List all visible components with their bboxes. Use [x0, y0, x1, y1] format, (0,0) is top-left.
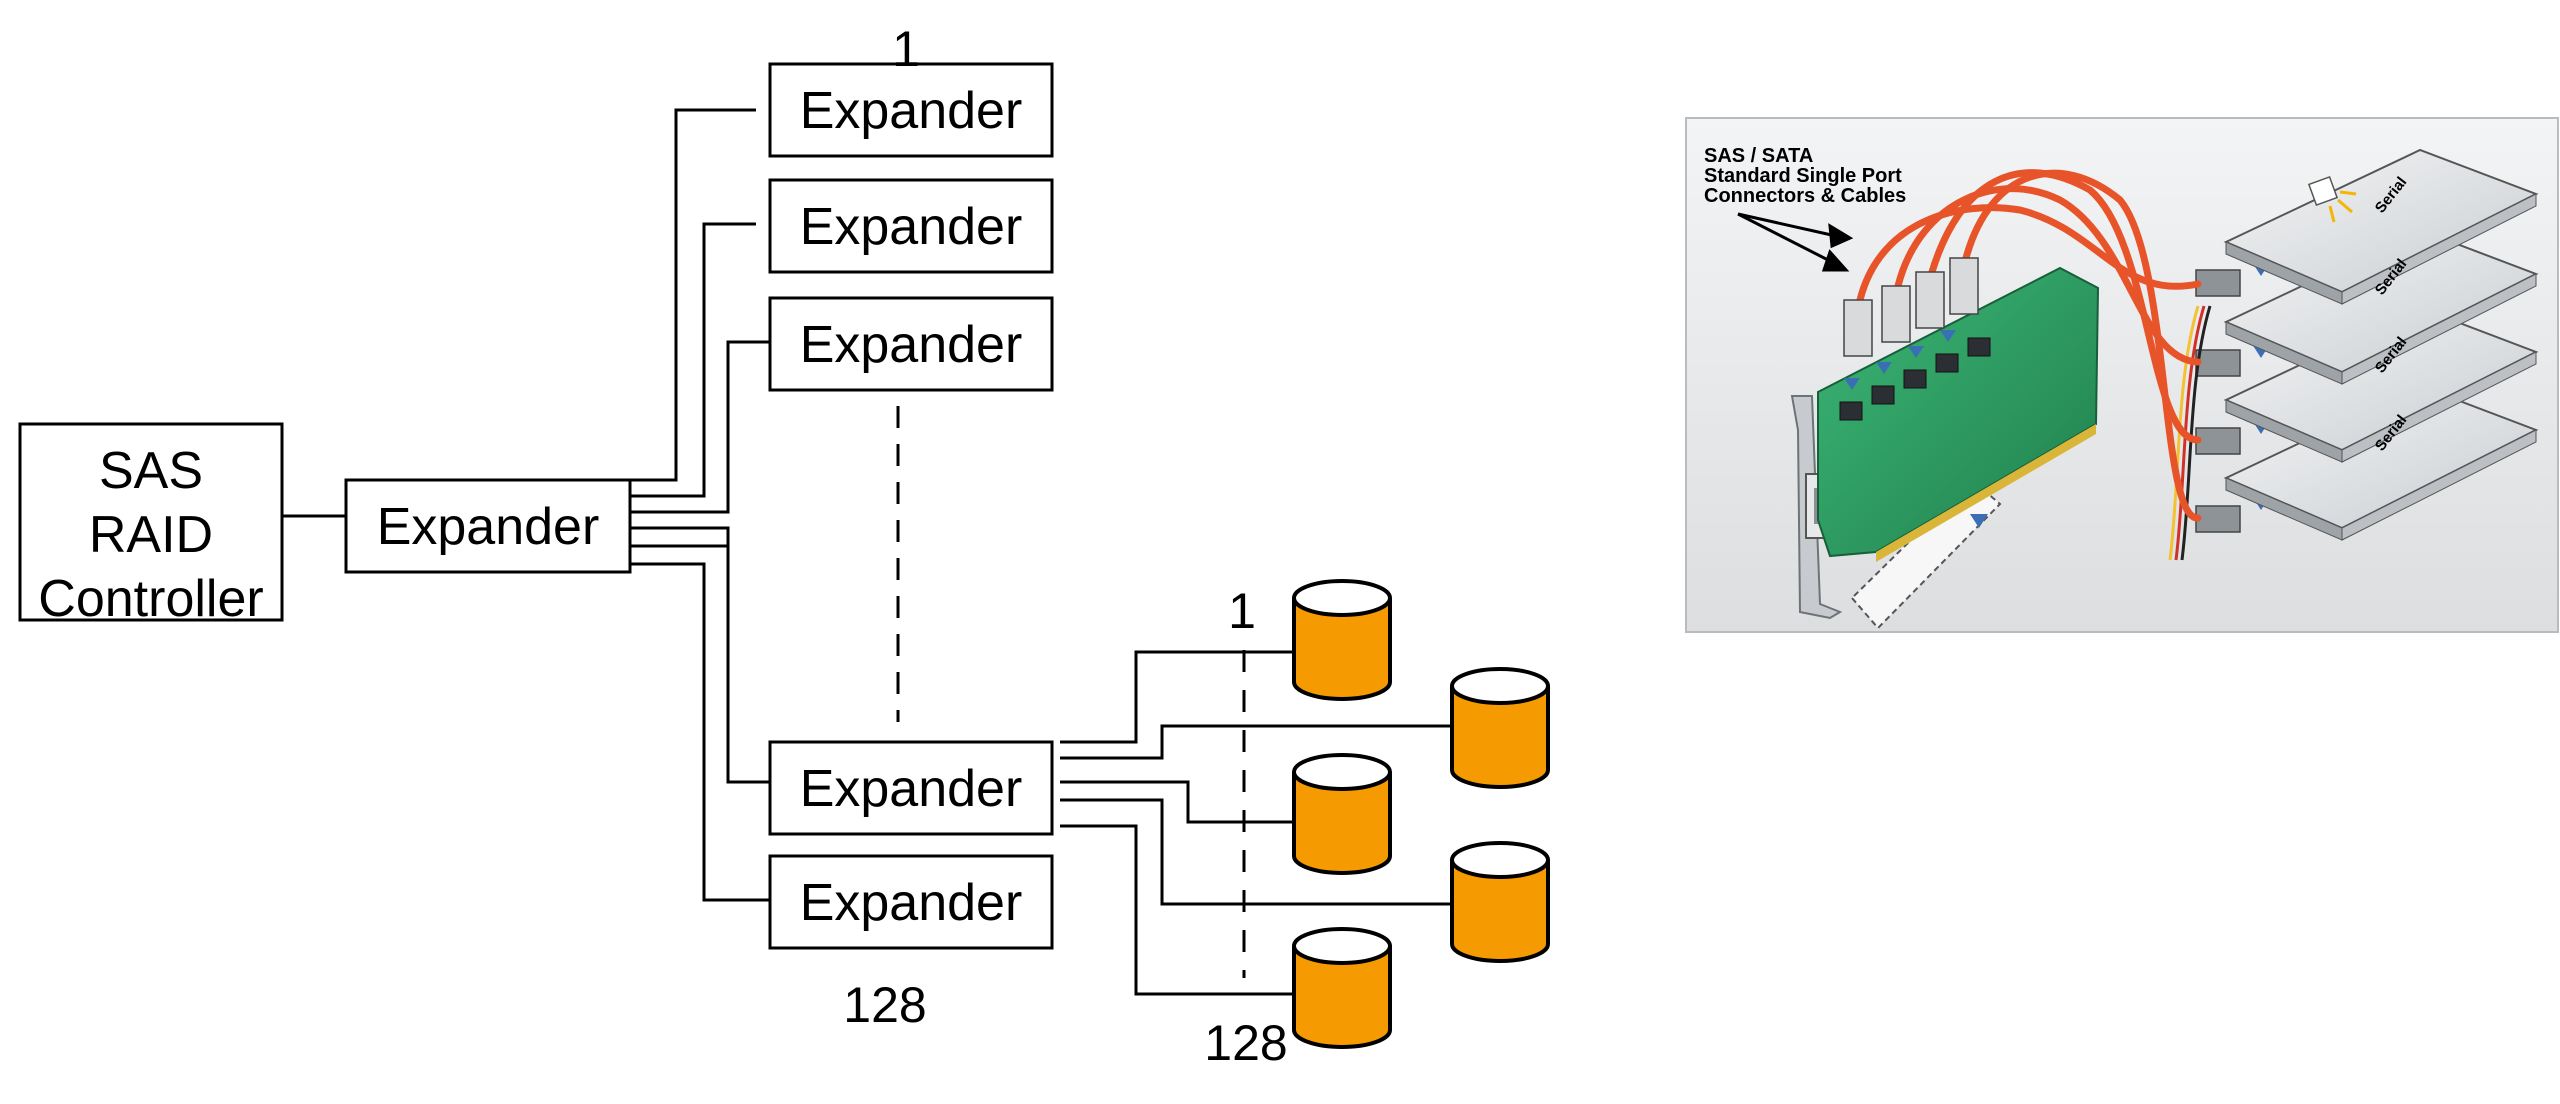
- controller-label-line-2: RAID: [89, 506, 213, 564]
- photo-caption-line-1: SAS / SATA: [1704, 145, 1813, 167]
- expander-box-4: [768, 740, 1054, 836]
- drive-1: [2223, 148, 2539, 305]
- root-expander-box: [344, 478, 632, 574]
- card-connectors: [1839, 337, 1991, 421]
- disk-1: [1292, 579, 1392, 701]
- card-cable-connectors: [1843, 257, 1979, 357]
- disk-index-last: 128: [1204, 1015, 1287, 1071]
- root-expander-label: Expander: [377, 498, 600, 556]
- expander-label-5: Expander: [800, 874, 1023, 932]
- expander-index-last: 128: [843, 977, 926, 1033]
- photo-caption-line-3: Connectors & Cables: [1704, 185, 1906, 207]
- expander-box-5: [768, 854, 1054, 950]
- drive-4: [2223, 384, 2539, 541]
- card-gold-fingers: [1876, 424, 2096, 562]
- expander-label-1: Expander: [800, 82, 1023, 140]
- drive-stack: Serial Serial Serial Serial: [2223, 148, 2539, 541]
- sas-hardware-illustration: Serial Serial Serial Serial: [1685, 117, 2559, 633]
- disk-index-first: 1: [1228, 583, 1256, 639]
- caption-pointer-arrows: [1737, 212, 1854, 272]
- topology-labels: SAS RAID Controller Expander Expander Ex…: [38, 21, 1287, 1071]
- expander-label-2: Expander: [800, 198, 1023, 256]
- disk-5: [1292, 927, 1392, 1049]
- sata-cables: [1856, 169, 2202, 522]
- disk-4: [1450, 841, 1550, 963]
- pci-slot: [1850, 478, 2002, 630]
- expander-box-3: [768, 296, 1054, 392]
- disks: [1292, 579, 1550, 1049]
- expander-box-2: [768, 178, 1054, 274]
- controller-label-line-3: Controller: [38, 570, 263, 628]
- controller-box: [18, 422, 284, 622]
- controller-label-line-1: SAS: [99, 442, 203, 500]
- disk-2: [1450, 667, 1550, 789]
- sas-topology: [18, 62, 1452, 996]
- photo-caption-line-2: Standard Single Port: [1704, 165, 1902, 187]
- disk-links: [1060, 650, 1452, 996]
- disk-3: [1292, 753, 1392, 875]
- drive-3: [2223, 306, 2539, 463]
- expander-label-4: Expander: [800, 760, 1023, 818]
- root-fanout-links: [630, 108, 770, 902]
- sas-logo-rays: [2328, 190, 2357, 223]
- expander-index-first: 1: [892, 21, 920, 77]
- expander-label-3: Expander: [800, 316, 1023, 374]
- expander-box-1: [768, 62, 1054, 158]
- sas-logo-sticker: [2307, 175, 2339, 207]
